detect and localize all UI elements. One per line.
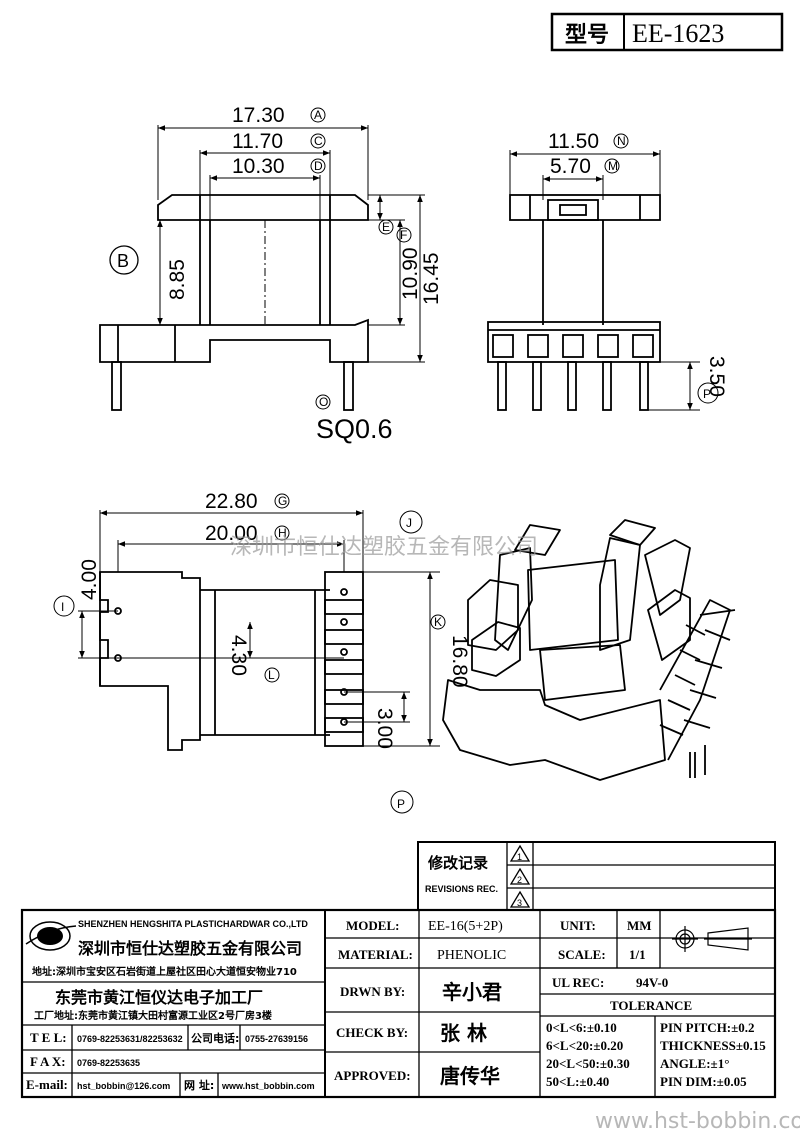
dim-l: 4.30: [227, 635, 250, 676]
web-value: www.hst_bobbin.com: [221, 1081, 315, 1091]
email-label: E-mail:: [26, 1077, 68, 1092]
callout-o: O: [319, 395, 328, 409]
callout-c: C: [314, 134, 323, 148]
factory-address: 工厂地址:东莞市黄江镇大田村富源工业区2号厂房3楼: [34, 1009, 272, 1022]
revision-label-en: REVISIONS REC.: [425, 884, 498, 894]
title-block-frame: [20, 908, 777, 1099]
company-logo: [25, 921, 77, 951]
revision-mark-2: 2: [517, 875, 522, 885]
check-value: 张 林: [440, 1021, 487, 1045]
callout-l: L: [268, 668, 275, 682]
dim-a: 17.30: [232, 104, 285, 127]
model-title-label: 型号: [565, 23, 609, 48]
dim-p2: 3.00: [373, 708, 396, 749]
fax-value: 0769-82253635: [77, 1058, 140, 1068]
tel-value: 0769-82253631/82253632: [77, 1034, 183, 1044]
callout-g: G: [278, 494, 287, 508]
callout-p-bottom: P: [397, 797, 405, 811]
isometric-view: [442, 519, 736, 781]
front-view-labels: 17.30 A 11.70 C 10.30 D B 8.85 E F 10.90…: [109, 104, 443, 444]
callout-i: I: [61, 600, 64, 614]
dim-f: 10.90: [399, 247, 422, 300]
dim-i: 4.00: [78, 559, 101, 600]
dim-k: 16.80: [448, 635, 471, 688]
company-address: 地址:深圳市宝安区石岩街道上屋社区田心大道恒安物业710: [32, 965, 297, 978]
scale-label: SCALE:: [558, 947, 606, 962]
fax-label: F A X:: [30, 1054, 66, 1069]
front-view: [99, 125, 425, 411]
company-tel-value: 0755-27639156: [245, 1034, 308, 1044]
pin-tol-1: PIN PITCH:±0.2: [660, 1020, 755, 1035]
material-value: PHENOLIC: [437, 948, 506, 963]
watermark-cn: 深圳市恒仕达塑胶五金有限公司: [230, 535, 538, 560]
revision-mark-1: 1: [517, 852, 522, 862]
tolerance-1: 0<L<6:±0.10: [546, 1020, 617, 1035]
dim-sq: SQ0.6: [316, 414, 393, 444]
dim-g: 22.80: [205, 490, 258, 513]
bottom-view-labels: 22.80 G 20.00 H 4.00 I 4.30 L K 16.80 3.…: [53, 490, 471, 814]
company-name-en: SHENZHEN HENGSHITA PLASTICHARDWAR CO.,LT…: [78, 919, 308, 929]
callout-m: M: [608, 159, 618, 173]
material-label: MATERIAL:: [338, 947, 413, 962]
side-view-labels: 11.50 N 5.70 M 3.50 P: [548, 130, 728, 404]
callout-j: J: [406, 516, 412, 530]
tolerance-4: 50<L:±0.40: [546, 1074, 609, 1089]
callout-h: H: [278, 526, 287, 540]
dim-16-45: 16.45: [420, 252, 443, 305]
dim-d: 10.30: [232, 155, 285, 178]
web-label: 网 址:: [184, 1078, 214, 1092]
email-value: hst_bobbin@126.com: [77, 1081, 170, 1091]
callout-b: B: [117, 251, 129, 271]
projection-symbol: [672, 926, 752, 952]
dim-n: 11.50: [548, 130, 599, 153]
tolerance-2: 6<L<20:±0.20: [546, 1038, 623, 1053]
dim-h: 20.00: [205, 522, 258, 545]
callout-k: K: [434, 615, 442, 629]
model-title-box: 型号 EE-1623: [550, 12, 784, 52]
pin-tol-2: THICKNESS±0.15: [660, 1038, 766, 1053]
tolerance-label: TOLERANCE: [610, 998, 692, 1013]
company-tel-label: 公司电话:: [191, 1031, 239, 1045]
ul-label: UL REC:: [552, 975, 604, 990]
dim-c: 11.70: [232, 130, 283, 153]
drawn-value: 辛小君: [442, 980, 502, 1004]
bottom-view: [78, 510, 440, 751]
model-title-value: EE-1623: [632, 19, 724, 48]
model-value: EE-16(5+2P): [428, 919, 503, 934]
callout-e: E: [382, 220, 390, 234]
dim-b: 8.85: [166, 259, 189, 300]
approved-label: APPROVED:: [334, 1068, 411, 1083]
pin-tol-4: PIN DIM:±0.05: [660, 1074, 747, 1089]
check-label: CHECK BY:: [336, 1025, 408, 1040]
callout-d: D: [314, 159, 323, 173]
callout-n: N: [617, 134, 626, 148]
pin-tol-3: ANGLE:±1°: [660, 1056, 729, 1071]
dim-p: 3.50: [705, 356, 728, 397]
revision-block: [417, 841, 776, 911]
drawn-label: DRWN BY:: [340, 984, 405, 999]
callout-p-top: P: [703, 387, 711, 401]
unit-value: MM: [627, 918, 652, 933]
factory-name: 东莞市黄江恒仪达电子加工厂: [55, 988, 263, 1007]
callout-f: F: [400, 228, 407, 242]
callout-a: A: [314, 108, 322, 122]
revision-label-cn: 修改记录: [427, 854, 488, 872]
scale-value: 1/1: [629, 947, 646, 962]
approved-value: 唐传华: [440, 1064, 500, 1088]
model-label: MODEL:: [346, 918, 399, 933]
side-view: [487, 150, 700, 411]
dim-m: 5.70: [550, 155, 591, 178]
tel-label: T E L:: [30, 1030, 67, 1045]
ul-value: 94V-0: [636, 975, 668, 990]
company-name-cn: 深圳市恒仕达塑胶五金有限公司: [78, 939, 302, 958]
unit-label: UNIT:: [560, 918, 596, 933]
revision-mark-3: 3: [517, 898, 522, 908]
watermark-url: www.hst-bobbin.com: [595, 1109, 800, 1134]
tolerance-3: 20<L<50:±0.30: [546, 1056, 630, 1071]
